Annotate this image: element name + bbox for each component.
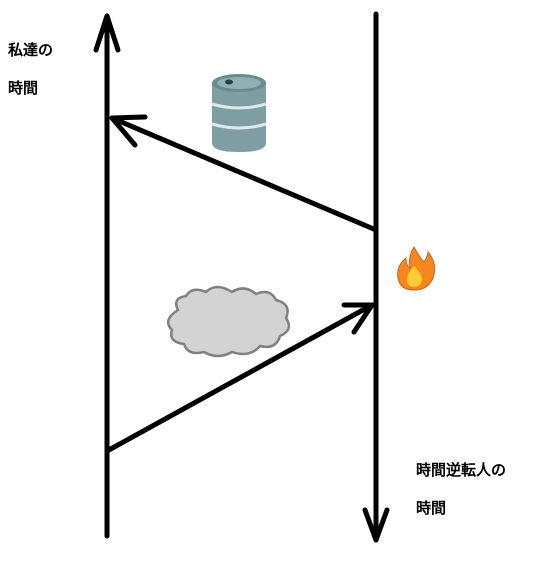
our-time-label-line2: 時間 bbox=[8, 79, 39, 97]
inverted-time-label-line2: 時間 bbox=[416, 499, 447, 517]
fire-icon bbox=[397, 246, 436, 291]
smoke-transfer-arrow bbox=[104, 302, 375, 454]
inverted-timeline-axis bbox=[362, 11, 390, 543]
oil-drum-icon bbox=[211, 74, 267, 152]
our-time-label-line1: 私達の bbox=[8, 41, 54, 59]
smoke-cloud-icon bbox=[166, 285, 291, 358]
barrel-transfer-arrow bbox=[109, 114, 379, 233]
inverted-time-label-line1: 時間逆転人の bbox=[416, 461, 507, 479]
our-timeline-axis bbox=[93, 13, 121, 539]
